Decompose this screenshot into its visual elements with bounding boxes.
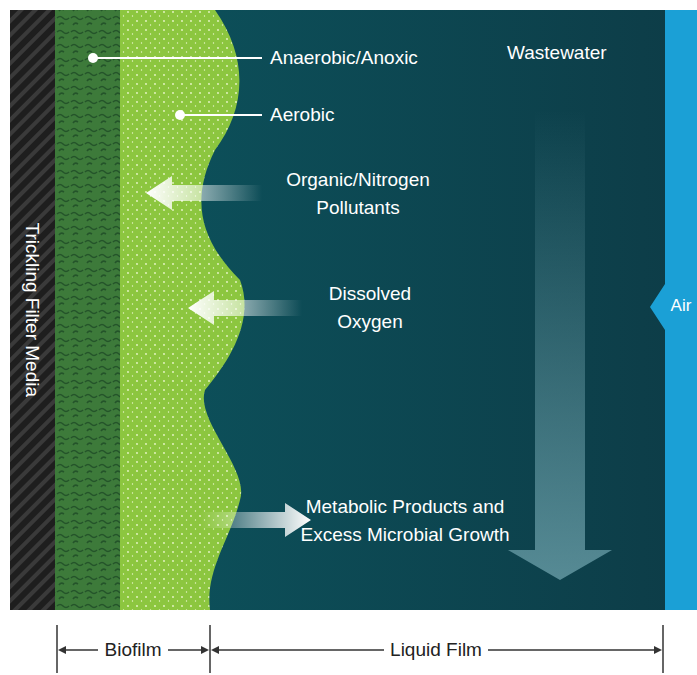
region-label: Wastewater [507,39,607,67]
wastewater-region: Wastewater [240,10,665,610]
dimension-label: Liquid Film [384,636,488,664]
region-label: Air [671,294,692,319]
callout-label: Metabolic Products and Excess Microbial … [295,493,515,548]
filter-media-strip: Trickling Filter Media [10,10,55,610]
callout-label: Aerobic [270,101,334,129]
dimension-label: Biofilm [98,636,167,664]
callout-label: Anaerobic/Anoxic [270,44,418,72]
region-label: Trickling Filter Media [19,223,47,398]
callout-label: Dissolved Oxygen [295,280,445,335]
air-strip: Air [665,10,697,610]
callout-label: Organic/Nitrogen Pollutants [258,166,458,221]
